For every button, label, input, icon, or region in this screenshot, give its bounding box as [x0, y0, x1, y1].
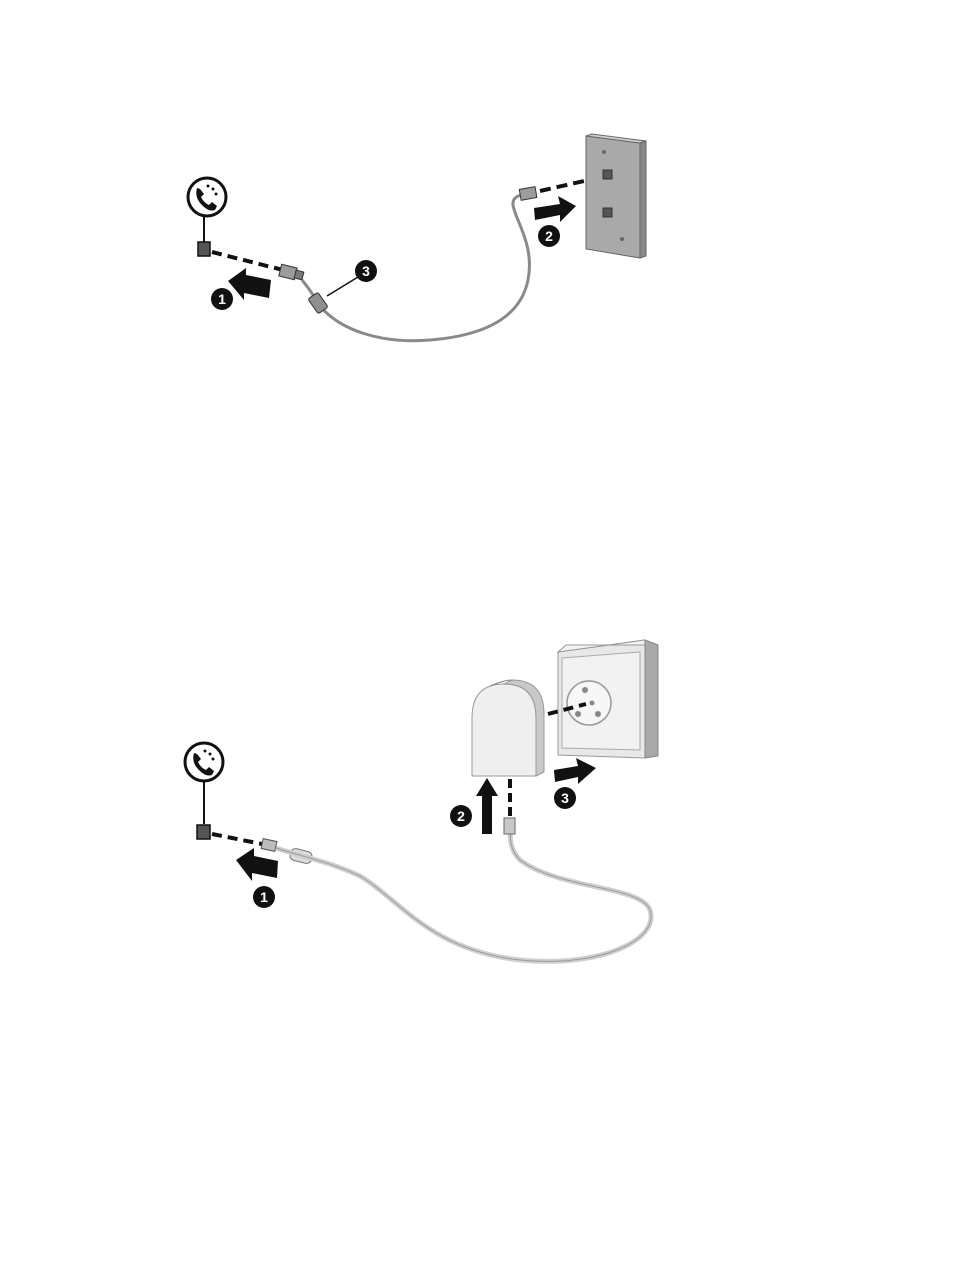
callout-2-label: 2 [457, 808, 465, 824]
callout-3-label: 3 [561, 790, 569, 806]
callout-1-label: 1 [218, 291, 226, 307]
modem-cable [276, 825, 651, 961]
callout-3-label: 3 [362, 263, 370, 279]
modem-jack-symbol-icon [188, 178, 226, 242]
rj11-plug-left [261, 839, 277, 852]
modem-cable [302, 194, 529, 341]
callout-2-label: 2 [545, 228, 553, 244]
rj11-plug-right [519, 187, 537, 201]
wall-jack-plate-icon [586, 134, 646, 258]
callout-3: 3 [554, 787, 576, 809]
figure-1-illustration: 1 2 3 [0, 0, 954, 420]
wall-outlet-icon [558, 640, 658, 758]
figure-modem-cable-to-country-adapter: 1 2 3 [0, 600, 954, 1020]
computer-modem-jack [197, 825, 210, 839]
modem-jack-symbol-icon [185, 743, 223, 824]
figure-modem-cable-to-rj11-jack: 1 2 3 [0, 0, 954, 420]
arrow-icon [554, 758, 596, 784]
rj11-plug-right [504, 818, 515, 834]
figure-2-illustration: 1 2 3 [0, 600, 954, 1020]
callout-1: 1 [211, 288, 233, 310]
callout-2: 2 [538, 225, 560, 247]
callout-3: 3 [355, 260, 377, 282]
callout-2: 2 [450, 805, 472, 827]
arrow-icon [476, 778, 498, 834]
arrow-icon [534, 196, 576, 222]
country-adapter-icon [472, 680, 544, 776]
computer-modem-jack [198, 242, 210, 256]
callout-1-label: 1 [260, 889, 268, 905]
callout-1: 1 [253, 886, 275, 908]
arrow-icon [228, 268, 271, 300]
rj11-plug-left [279, 264, 304, 280]
arrow-icon [236, 848, 278, 881]
